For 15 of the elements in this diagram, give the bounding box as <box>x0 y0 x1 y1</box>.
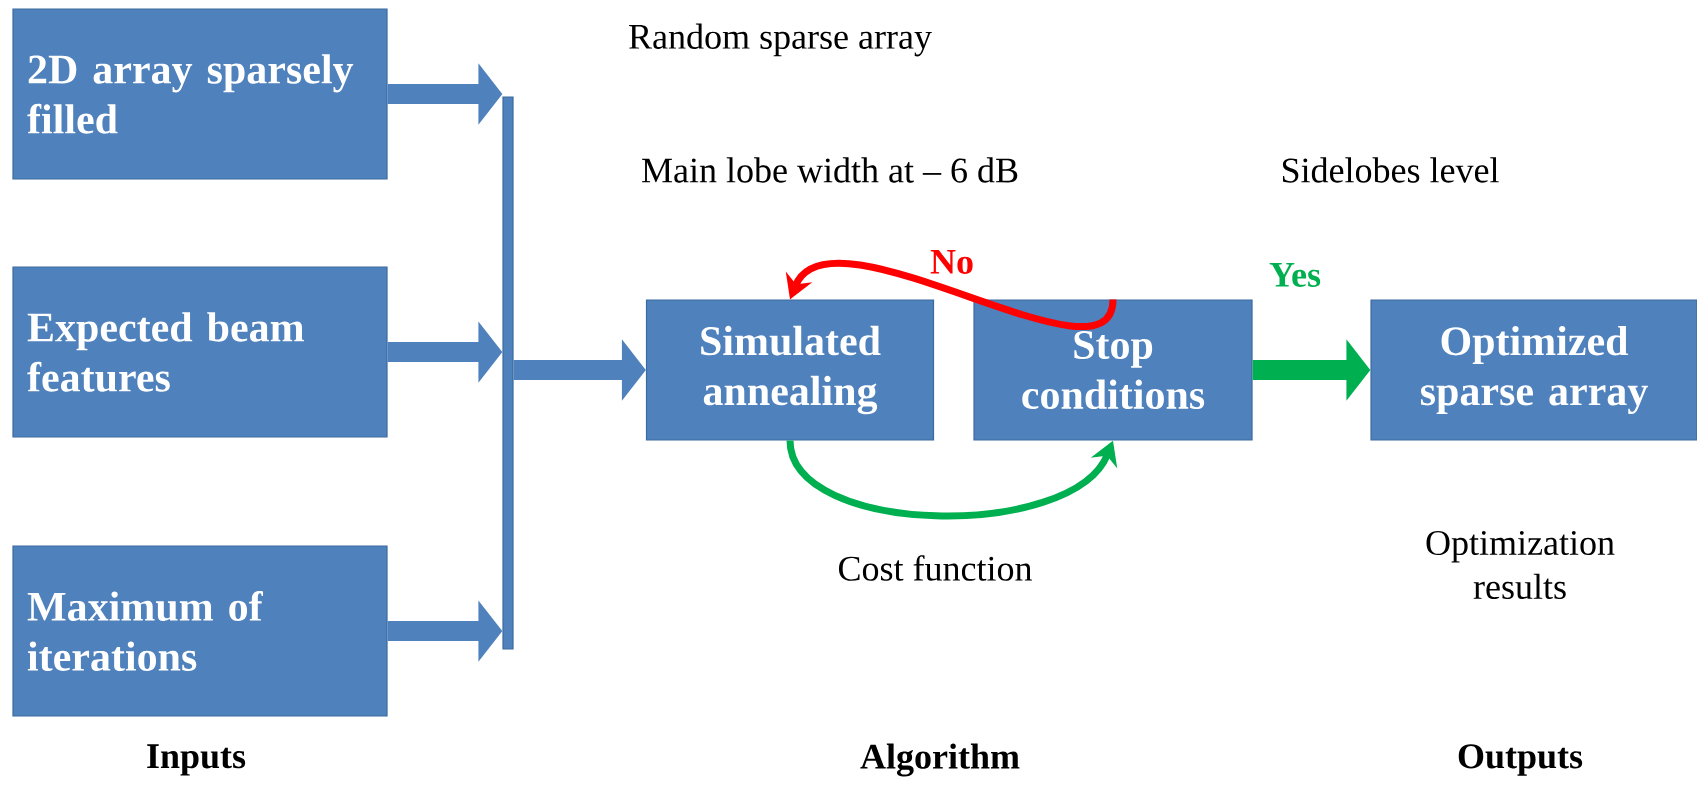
process-box: Expected beam features <box>12 266 388 438</box>
text-label: Optimization results <box>1426 530 1615 600</box>
edge-label: No <box>928 248 976 276</box>
process-box: Maximum of iterations <box>12 545 388 717</box>
process-box: Optimized sparse array <box>1370 299 1697 441</box>
text-label: Main lobe width at – 6 dB <box>642 157 1018 183</box>
text-label: Sidelobes level <box>1282 157 1499 183</box>
section-heading: Outputs <box>1458 744 1583 776</box>
process-box: Stop conditions <box>973 299 1253 441</box>
text-label: Random sparse array <box>629 23 932 57</box>
process-box: Simulated annealing <box>645 299 935 441</box>
process-box: 2D array sparsely filled <box>12 8 388 180</box>
edge-label: Yes <box>1267 261 1323 289</box>
edge-label: Cost function <box>835 553 1035 583</box>
section-heading: Algorithm <box>860 743 1020 777</box>
